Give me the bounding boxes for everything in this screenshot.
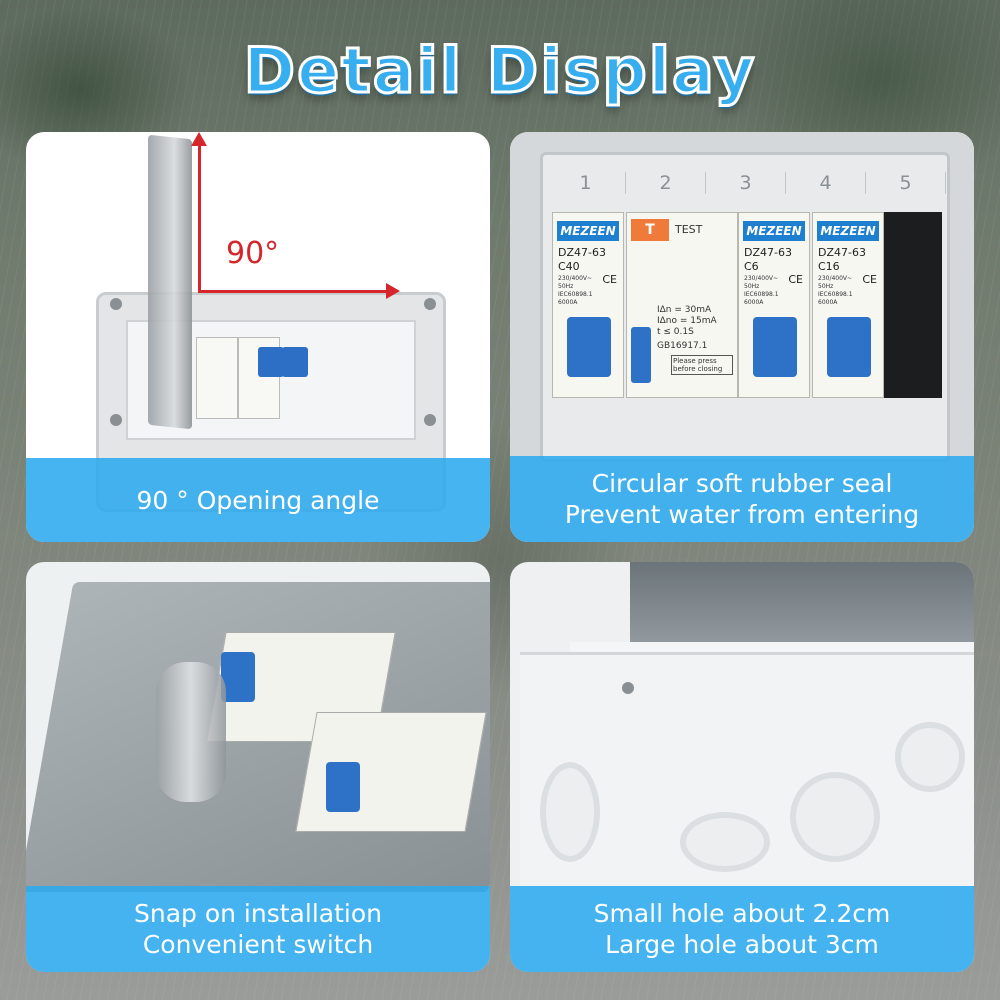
caption-line: Large hole about 3cm [605,930,879,959]
caption-line: Small hole about 2.2cm [593,899,891,928]
ce-mark: CE [602,273,617,286]
caption-line: Convenient switch [142,930,374,959]
slot-number: 1 [546,172,626,194]
spec-text: 230/400V~ 50Hz IEC60898.1 6000A [818,275,853,306]
empty-slot [884,212,942,398]
model-number: DZ47-63 [744,246,792,259]
slot-numbers: 1 2 3 4 5 [546,172,946,194]
caption-line: Snap on installation [134,899,382,928]
knockout-hole [680,812,770,872]
model-label: DZ47-63 C16 [818,246,866,274]
caption: Circular soft rubber seal Prevent water … [510,456,974,542]
knockout-hole-large [790,772,880,862]
breaker-switch [258,347,284,377]
caption: Snap on installation Convenient switch [26,886,490,972]
rating-label: C6 [744,260,759,273]
breaker-module-c40: MEZEEN DZ47-63 C40 230/400V~ 50Hz IEC608… [552,212,624,398]
angle-label: 90° [226,236,280,271]
transparent-lid [148,134,192,430]
breaker-handle [827,317,871,377]
slot-number: 3 [706,172,786,194]
spec-text: 230/400V~ 50Hz IEC60898.1 6000A [558,275,593,306]
knockout-hole [540,762,600,862]
slot-number: 5 [866,172,946,194]
panel-snap-on: Snap on installation Convenient switch [26,562,490,972]
caption-line: Circular soft rubber seal [591,469,893,498]
knockout-hole-small [895,722,965,792]
breaker-module-c16: MEZEEN DZ47-63 C16 230/400V~ 50Hz IEC608… [812,212,884,398]
rcd-module: T TEST IΔn = 30mA IΔno = 15mA t ≤ 0.1S G… [626,212,738,398]
rcd-handle [631,327,651,383]
panel-rubber-seal: 1 2 3 4 5 MEZEEN DZ47-63 C40 230/400V~ 5… [510,132,974,542]
arrow-right-icon [198,283,400,299]
rcd-spec: IΔn = 30mA IΔno = 15mA t ≤ 0.1S [657,305,717,337]
slot-number: 2 [626,172,706,194]
rcd-standard: GB16917.1 [657,341,708,351]
slot-number: 4 [786,172,866,194]
ce-mark: CE [788,273,803,286]
caption-line: 90 ° Opening angle [136,485,380,515]
test-label: TEST [675,223,703,236]
breaker-handle [567,317,611,377]
panel-opening-angle: 90° 90 ° Opening angle [26,132,490,542]
test-button: T [631,219,669,241]
breaker-switch [326,762,360,812]
brand-label: MEZEEN [557,221,619,241]
model-number: DZ47-63 [818,246,866,259]
snap-latch [156,662,226,802]
breaker-switch [282,347,308,377]
caption: 90 ° Opening angle [26,458,490,542]
screw-icon [110,414,122,426]
page-title: Detail Display [242,33,757,109]
rating-label: C40 [558,260,580,273]
model-label: DZ47-63 C40 [558,246,606,274]
panel-holes: Small hole about 2.2cm Large hole about … [510,562,974,972]
rcd-note: Please press before closing [671,355,733,375]
breaker-module-c6: MEZEEN DZ47-63 C6 230/400V~ 50Hz IEC6089… [738,212,810,398]
screw-icon [424,298,436,310]
caption: Small hole about 2.2cm Large hole about … [510,886,974,972]
rating-label: C16 [818,260,840,273]
breaker-handle [753,317,797,377]
breaker-module [196,337,238,419]
spec-text: 230/400V~ 50Hz IEC60898.1 6000A [744,275,779,306]
brand-label: MEZEEN [743,221,805,241]
screw-icon [424,414,436,426]
breaker-switch [221,652,255,702]
screw-icon [110,298,122,310]
ce-mark: CE [862,273,877,286]
model-label: DZ47-63 C6 [744,246,792,274]
brand-label: MEZEEN [817,221,879,241]
breaker-module [295,712,487,832]
model-number: DZ47-63 [558,246,606,259]
arrow-up-icon [191,132,207,292]
caption-line: Prevent water from entering [564,500,920,529]
screw-icon [622,682,634,694]
